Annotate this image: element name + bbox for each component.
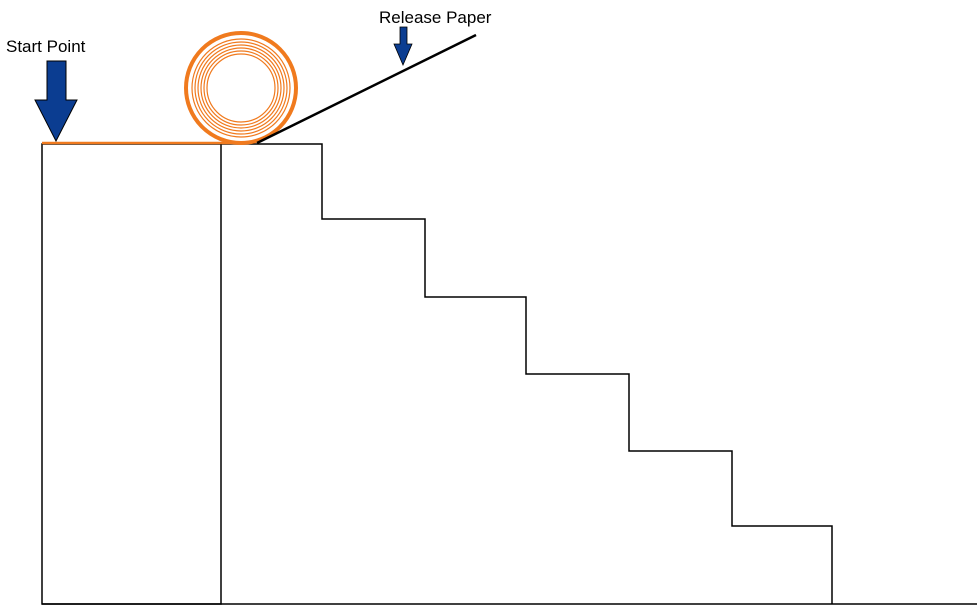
release-paper-line [256,33,477,145]
start-point-label: Start Point [6,37,86,56]
tape-roll [184,31,298,145]
start-block [41,143,222,605]
staircase-outline [221,143,833,604]
start-point-arrow-icon [34,60,78,143]
release-paper-label: Release Paper [379,8,492,27]
release-paper-arrow-icon [393,26,413,67]
